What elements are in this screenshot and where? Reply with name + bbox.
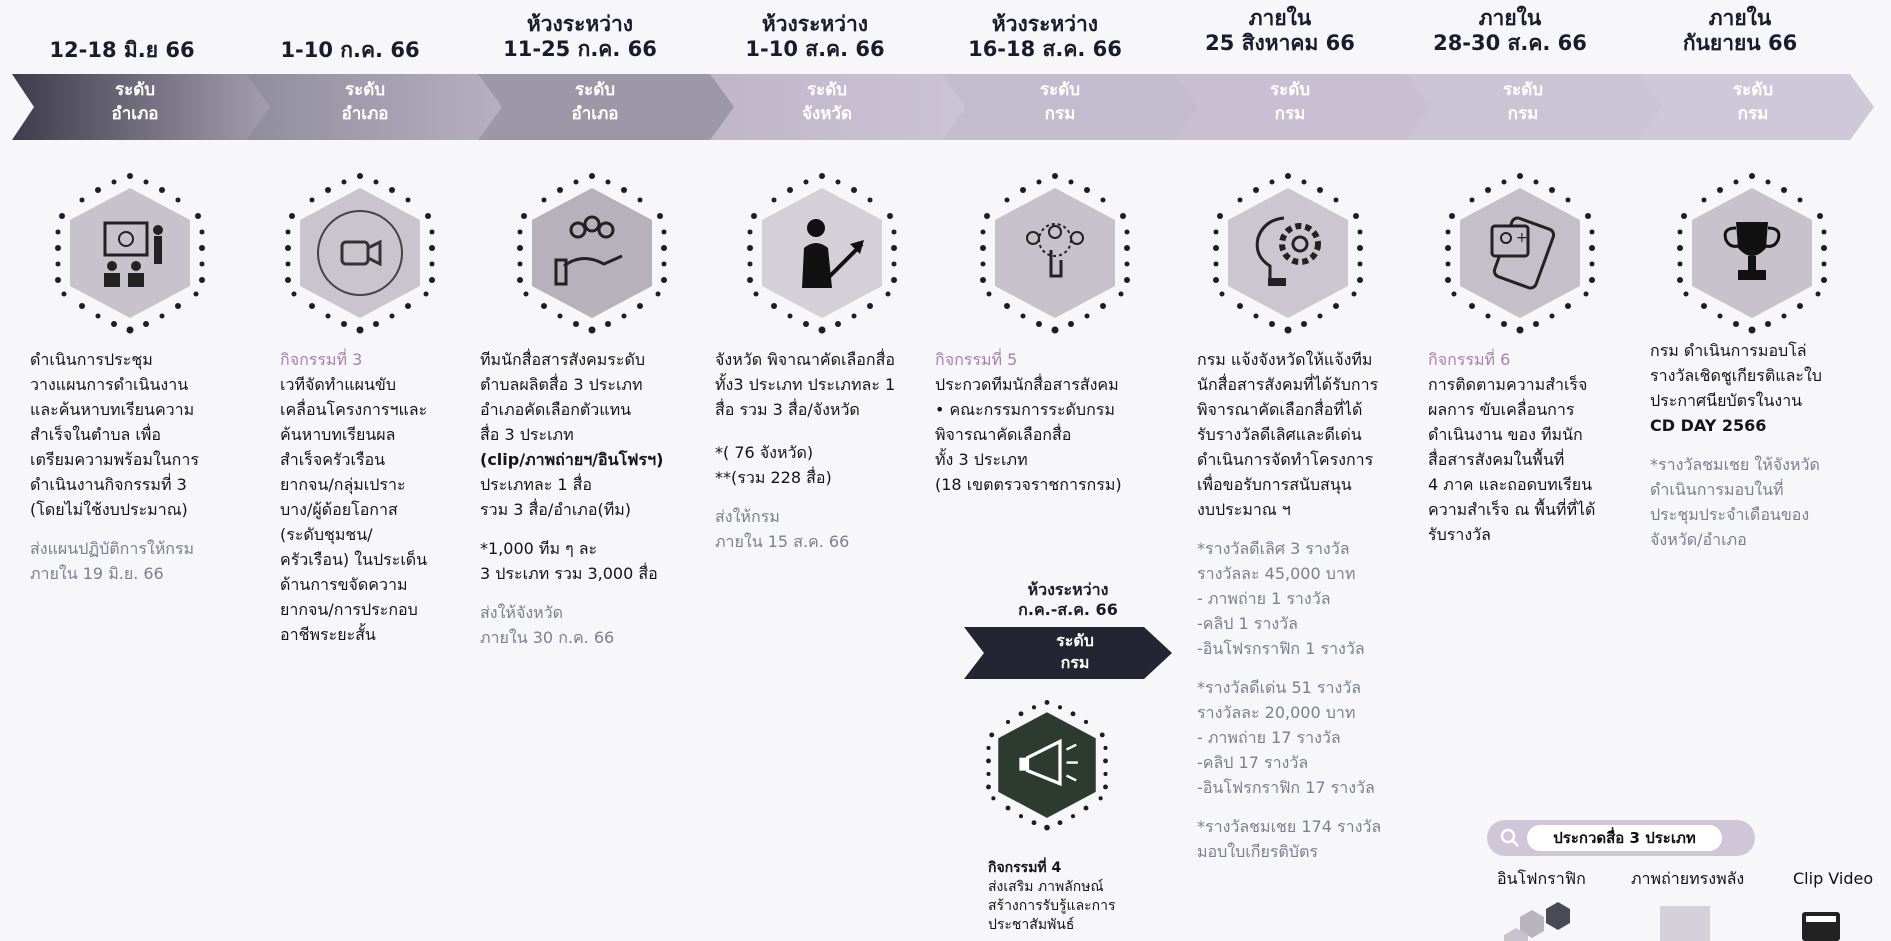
stage-4-note: ส่งให้กรมภายใน 15 ส.ค. 66 [715, 507, 850, 551]
photo-thumbnail-icon [1660, 906, 1710, 941]
infographic-thumbnail-icon [1504, 902, 1570, 941]
stage-5-description: กิจกรรมที่ 5 ประกวดทีมนักสื่อสารสังคม • … [935, 347, 1180, 497]
activity-3-label: กิจกรรมที่ 3 [280, 350, 363, 369]
svg-text:+: + [1516, 230, 1528, 246]
activity-5-label: กิจกรรมที่ 5 [935, 350, 1018, 369]
stage-2-level: ระดับอำเภอ [341, 80, 389, 124]
stage-1-date: 12-18 มิ.ย 66 [49, 38, 195, 62]
stage-2-date: 1-10 ก.ค. 66 [280, 38, 420, 62]
stage-8-description: กรม ดำเนินการมอบโล่รางวัลเชิดชูเกียรติแล… [1650, 338, 1885, 552]
stage-1-note: ส่งแผนปฏิบัติการให้กรมภายใน 19 มิ.ย. 66 [30, 539, 195, 583]
stage-6-level: ระดับกรม [1269, 80, 1311, 124]
stage-2-description: กิจกรรมที่ 3 เวทีจัดทำแผนขับเคลื่อนโครงก… [280, 347, 480, 647]
trophy-icon [1677, 173, 1827, 334]
stage-3-level: ระดับอำเภอ [571, 80, 619, 124]
stage-8-date: ภายในกันยายน 66 [1682, 6, 1798, 55]
stage-4-level: ระดับจังหวัด [801, 80, 853, 124]
award-honorable: *รางวัลชมเชย 174 รางวัลมอบใบเกียรติบัตร [1197, 817, 1382, 861]
media-type-clip-video: Clip Video [1793, 869, 1874, 888]
video-camera-icon [285, 173, 435, 334]
stage-3-note: ส่งให้จังหวัดภายใน 30 ก.ค. 66 [480, 603, 615, 647]
stage-3-description: ทีมนักสื่อสารสังคมระดับตำบลผลิตสื่อ 3 ปร… [480, 347, 710, 650]
arrow-segment-1 [12, 74, 272, 140]
media-type-photo: ภาพถ่ายทรงพลัง [1631, 869, 1745, 888]
arrow-segment-4 [710, 74, 968, 140]
timeline-arrow-band [12, 74, 1874, 140]
arrow-segment-3 [478, 74, 736, 140]
idea-gear-icon [1213, 173, 1363, 334]
search-icon [1498, 826, 1522, 850]
activity-4-description: กิจกรรมที่ 4 ส่งเสริม ภาพลักษณ์สร้างการร… [988, 860, 1116, 933]
megaphone-icon [986, 700, 1108, 831]
activity-4-arrow [964, 627, 1172, 679]
presentation-meeting-icon [55, 173, 205, 334]
stage-5-level: ระดับกรม [1039, 80, 1081, 124]
arrow-segment-2 [246, 74, 504, 140]
stage-8-note: *รางวัลชมเชย ให้จังหวัดดำเนินการมอบในที่… [1650, 455, 1820, 549]
activity-4-level: ระดับกรม [1056, 631, 1094, 672]
growth-arrow-icon [747, 173, 897, 334]
media-type-infographic: อินโฟกราฟิก [1497, 869, 1586, 888]
stage-1-level: ระดับอำเภอ [111, 80, 159, 124]
arrow-segment-7 [1406, 74, 1664, 140]
tablet-photo-icon: + [1445, 173, 1595, 334]
stage-1-description: ดำเนินการประชุมวางแผนการดำเนินงานและค้นห… [30, 347, 245, 586]
arrow-segment-6 [1174, 74, 1432, 140]
select-people-icon [980, 173, 1130, 334]
stage-7-level: ระดับกรม [1502, 80, 1544, 124]
stage-6-description: กรม แจ้งจังหวัดให้แจ้งทีมนักสื่อสารสังคม… [1197, 347, 1427, 864]
activity-6-label: กิจกรรมที่ 6 [1428, 350, 1511, 369]
arrow-segment-5 [942, 74, 1200, 140]
arrow-segment-8 [1638, 74, 1874, 140]
team-hand-icon [517, 173, 667, 334]
stage-8-level: ระดับกรม [1732, 80, 1774, 124]
stage-4-count: *( 76 จังหวัด)**(รวม 228 สื่อ) [715, 443, 832, 487]
clip-video-icon [1802, 912, 1840, 941]
award-excellent: *รางวัลดีเลิศ 3 รางวัลรางวัลละ 45,000 บา… [1197, 539, 1365, 658]
stage-7-description: กิจกรรมที่ 6 การติดตามความสำเร็จผลการ ขั… [1428, 347, 1658, 547]
activity-4-date: ห้วงระหว่างก.ค.-ส.ค. 66 [1018, 580, 1118, 619]
stage-4-description: จังหวัด พิจาณาคัดเลือกสื่อทั้ง3 ประเภท ป… [715, 347, 945, 554]
contest-label: ประกวดสื่อ 3 ประเภท [1527, 825, 1722, 851]
award-outstanding: *รางวัลดีเด่น 51 รางวัลรางวัลละ 20,000 บ… [1197, 678, 1375, 797]
